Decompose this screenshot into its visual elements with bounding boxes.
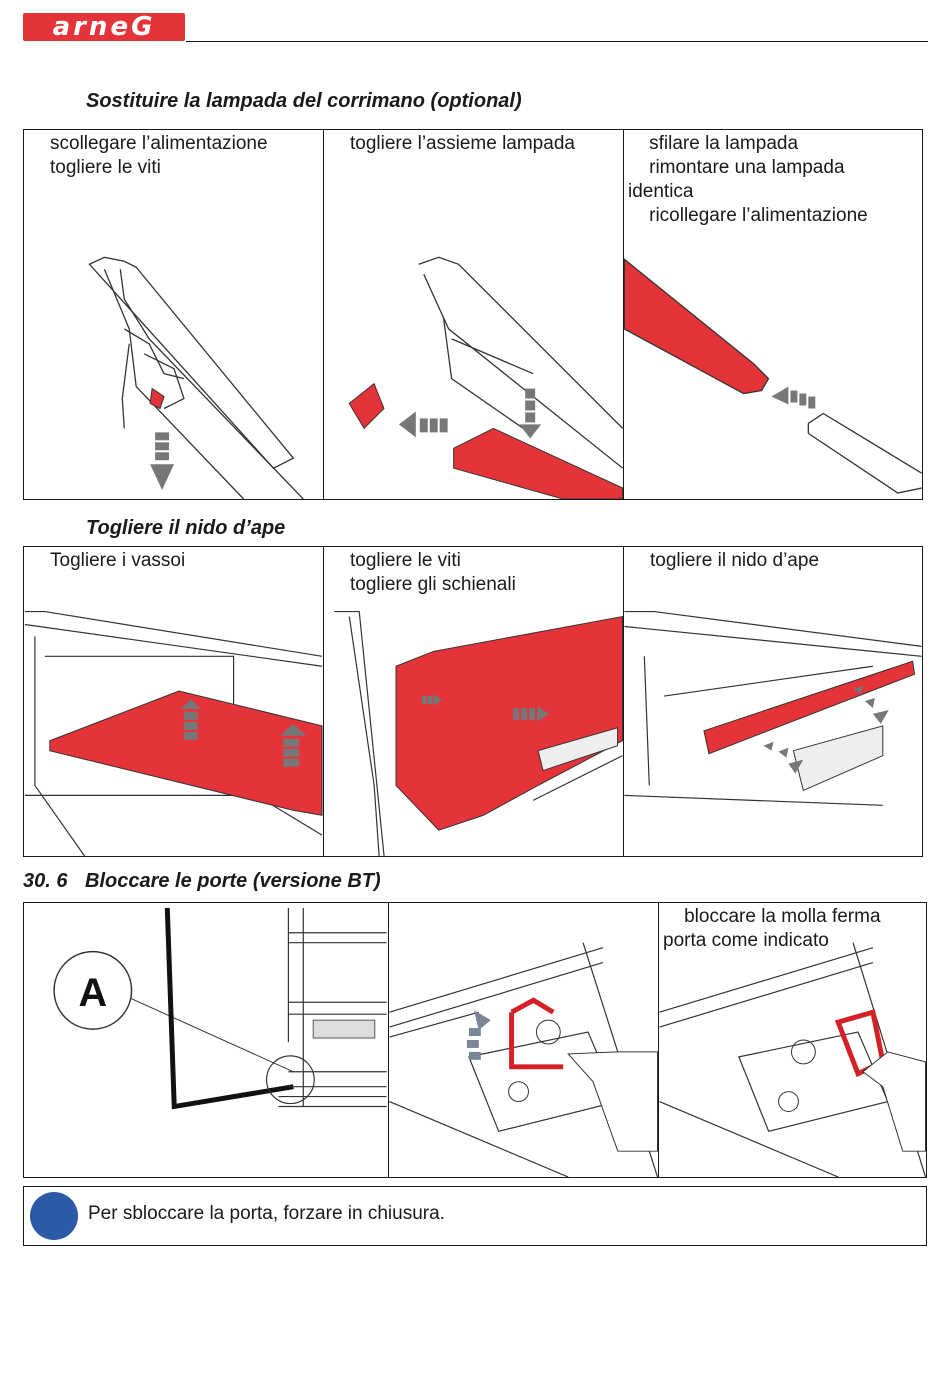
arneg-logo: arneG [23, 13, 185, 41]
section-title-text: Bloccare le porte (versione BT) [85, 870, 381, 892]
step-line: ricollegare l’alimentazione [628, 205, 868, 226]
door-spring-illustration-1 [389, 942, 658, 1177]
step-cell [388, 903, 658, 1177]
step-cell: togliere l’assieme lampada [323, 130, 623, 499]
step-line: bloccare la molla ferma [663, 906, 881, 927]
lamp-illustration-2 [348, 256, 623, 499]
step-text: Togliere i vassoi [24, 547, 323, 573]
header-divider [186, 41, 928, 42]
step-line: togliere gli schienali [350, 574, 516, 595]
step-line: identica [628, 181, 694, 202]
lamp-steps-table: scollegare l’alimentazione togliere le v… [23, 129, 923, 500]
step-line: rimontare una lampada [628, 157, 845, 178]
honeycomb-illustration-2 [334, 610, 623, 856]
step-cell: bloccare la molla ferma porta come indic… [658, 903, 926, 1177]
doors-steps-table: A [23, 902, 927, 1178]
step-cell: scollegare l’alimentazione togliere le v… [24, 130, 323, 499]
step-text: scollegare l’alimentazione togliere le v… [24, 130, 323, 180]
logo-text: arneG [52, 12, 156, 42]
step-line: togliere le viti [350, 550, 461, 571]
honeycomb-illustration-3 [624, 610, 922, 806]
note-text: Per sbloccare la porta, forzare in chius… [88, 1203, 445, 1224]
step-line: togliere il nido d’ape [650, 550, 820, 571]
step-cell: Togliere i vassoi [24, 547, 323, 856]
step-line: togliere l’assieme lampada [350, 133, 575, 154]
honeycomb-illustration-1 [24, 610, 323, 856]
step-text: togliere le viti togliere gli schienali [324, 547, 623, 597]
step-cell: sfilare la lampada rimontare una lampada… [623, 130, 922, 499]
step-line: Togliere i vassoi [50, 550, 186, 571]
section-title-doors: 30. 6 Bloccare le porte (versione BT) [23, 870, 381, 893]
step-line: scollegare l’alimentazione [50, 133, 268, 154]
step-line: sfilare la lampada [628, 133, 799, 154]
info-circle-icon [30, 1192, 78, 1240]
note-box: Per sbloccare la porta, forzare in chius… [23, 1186, 927, 1246]
step-line: togliere le viti [50, 157, 161, 178]
door-overview-illustration: A [53, 907, 387, 1110]
step-cell: A [24, 903, 388, 1177]
section-title-lamp: Sostituire la lampada del corrimano (opt… [86, 90, 522, 112]
step-text: bloccare la molla ferma porta come indic… [659, 903, 926, 953]
step-line: porta come indicato [663, 930, 829, 951]
step-cell: togliere il nido d’ape [623, 547, 922, 856]
lamp-illustration-1 [88, 256, 304, 499]
section-number: 30. 6 [23, 870, 68, 892]
lamp-illustration-3 [624, 258, 922, 494]
step-text: sfilare la lampada rimontare una lampada… [624, 130, 922, 228]
section-title-honeycomb: Togliere il nido d’ape [86, 517, 286, 539]
step-text: togliere l’assieme lampada [324, 130, 623, 156]
step-cell: togliere le viti togliere gli schienali [323, 547, 623, 856]
step-text: togliere il nido d’ape [624, 547, 922, 573]
honeycomb-steps-table: Togliere i vassoi togliere le viti [23, 546, 923, 857]
door-spring-illustration-2 [659, 942, 926, 1177]
callout-label: A [78, 971, 107, 1015]
